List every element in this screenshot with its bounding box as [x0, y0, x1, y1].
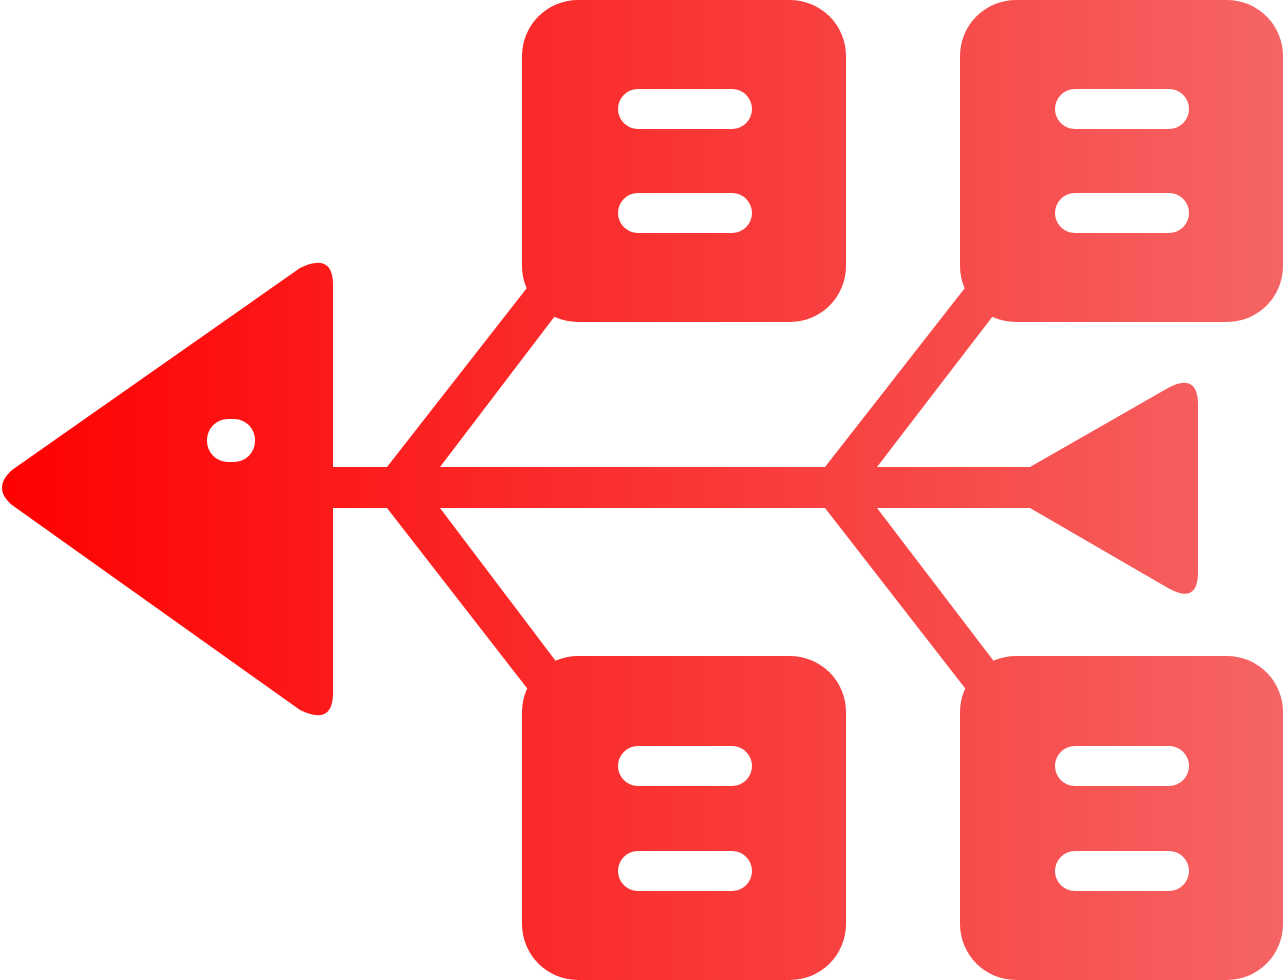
- text-line: [618, 193, 752, 233]
- spine-line: [320, 467, 1060, 508]
- text-line: [1055, 851, 1189, 891]
- fish-eye-icon: [207, 419, 255, 462]
- bone-lower-right: [825, 508, 996, 692]
- text-line: [618, 746, 752, 786]
- text-line: [1055, 193, 1189, 233]
- text-line: [1055, 89, 1189, 129]
- text-line: [1055, 746, 1189, 786]
- category-box-top-right: [960, 0, 1283, 322]
- category-box-bottom-right: [960, 656, 1283, 980]
- bone-upper-left: [387, 284, 558, 467]
- fish-head-shape: [2, 262, 333, 716]
- category-box-top-left: [522, 0, 846, 322]
- text-line: [618, 89, 752, 129]
- bone-upper-right: [825, 284, 996, 467]
- category-box-bottom-left: [522, 656, 846, 980]
- bone-lower-left: [387, 508, 558, 692]
- text-line: [618, 851, 752, 891]
- fish-tail-shape: [1030, 382, 1198, 594]
